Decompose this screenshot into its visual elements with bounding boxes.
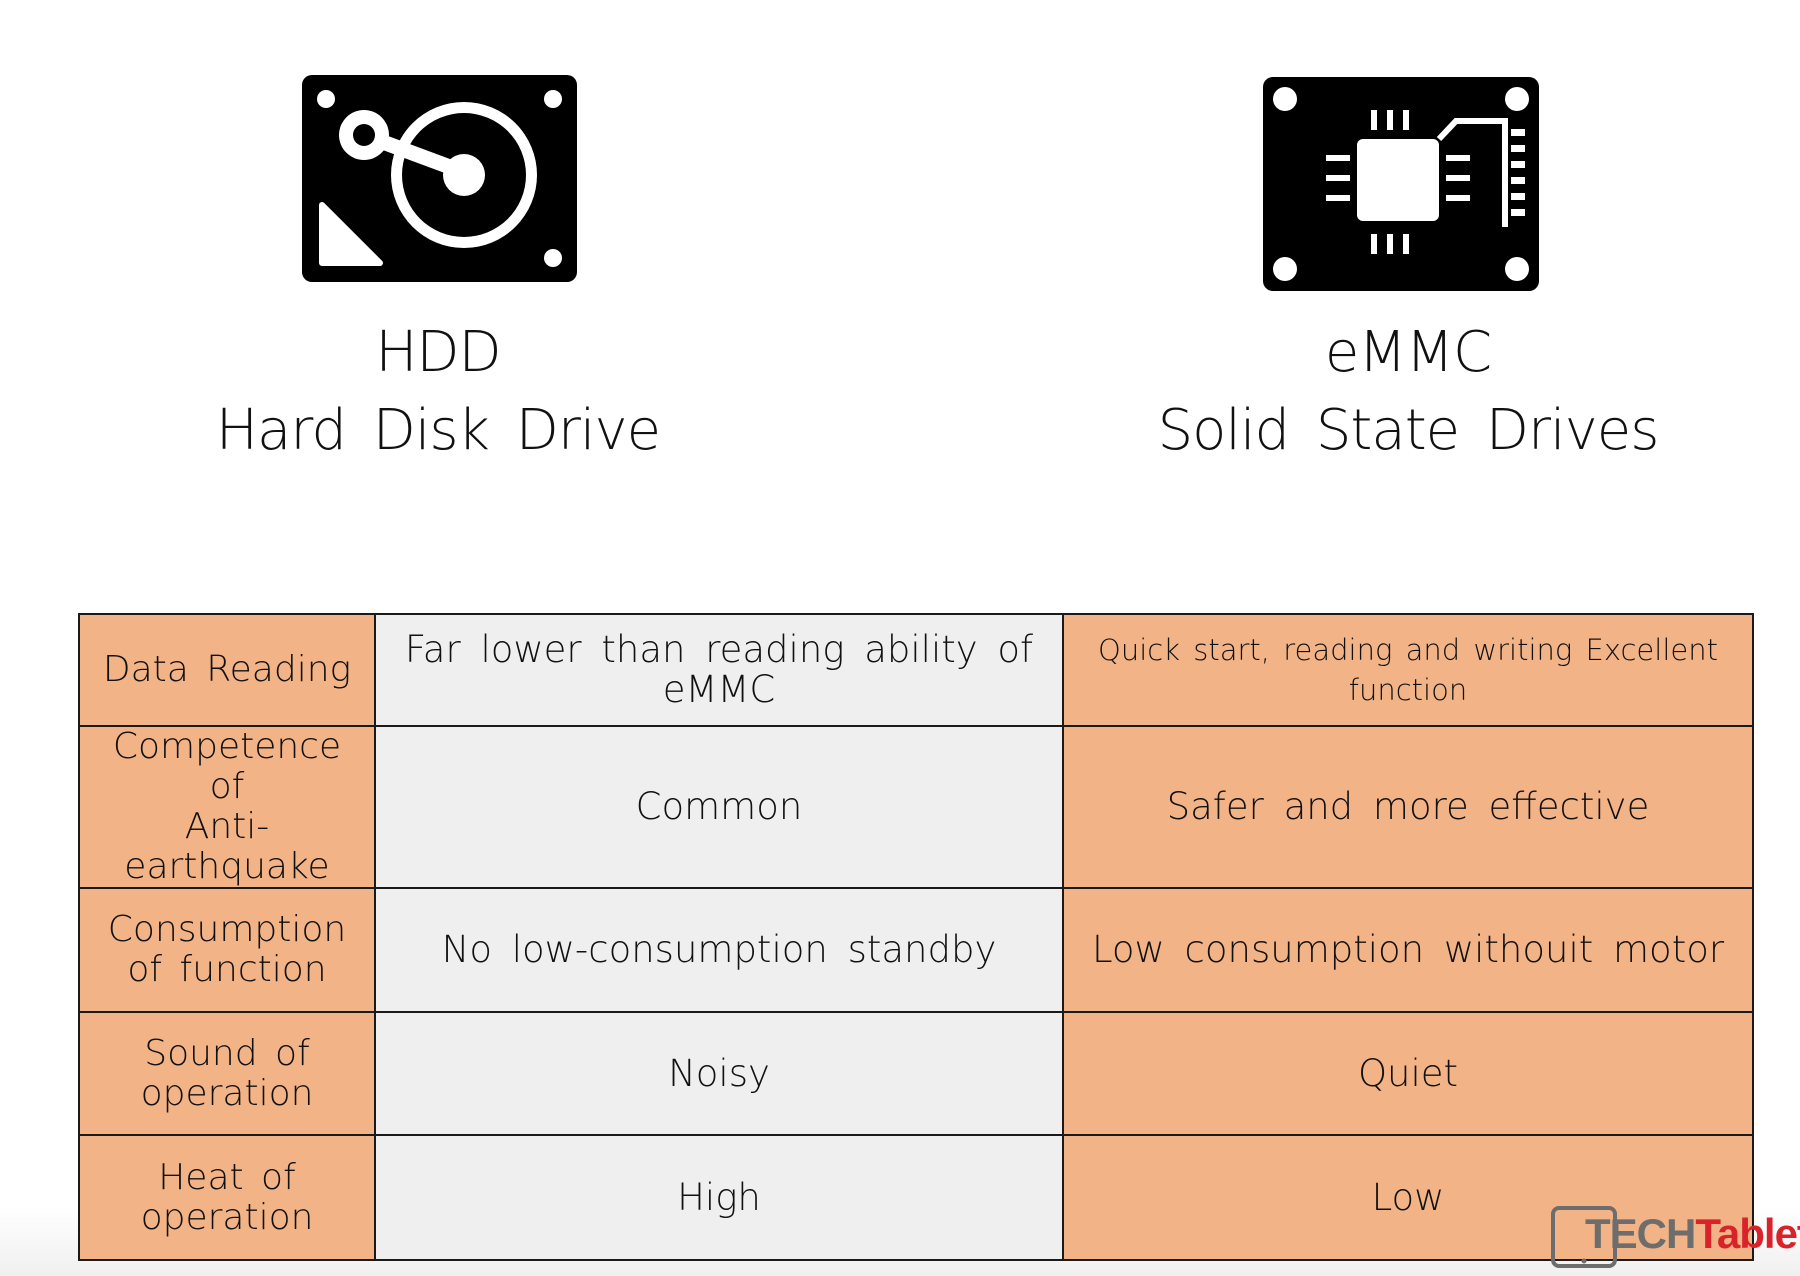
emmc-value: Low consumption withouit motor <box>1091 928 1725 971</box>
emmc-full-name: Solid State Drives <box>1157 398 1660 463</box>
emmc-abbreviation: eMMC <box>1324 320 1492 385</box>
feature-label: Consumption of function <box>107 909 347 990</box>
emmc-value-cell: Safer and more effective <box>1062 725 1754 889</box>
hdd-value-cell: No low-consumption standby <box>374 887 1064 1013</box>
table-row-heat: Heat of operation High Low <box>78 1134 1754 1261</box>
hdd-value: Noisy <box>668 1051 770 1095</box>
hdd-abbreviation: HDD <box>375 320 501 385</box>
emmc-value: Low <box>1371 1175 1445 1219</box>
watermark-tech: TECH <box>1585 1210 1696 1257</box>
feature-cell: Competence of Anti-earthquake <box>78 725 376 889</box>
emmc-value: Quiet <box>1357 1051 1459 1095</box>
hdd-value-cell: Noisy <box>374 1011 1064 1136</box>
hard-disk-icon <box>302 75 577 282</box>
hdd-value-cell: High <box>374 1134 1064 1261</box>
emmc-value: Quick start, reading and writing Excelle… <box>1098 633 1718 707</box>
emmc-value-cell: Low <box>1062 1134 1754 1261</box>
hdd-value-cell: Far lower than reading ability of eMMC <box>374 613 1064 727</box>
feature-cell: Data Reading <box>78 613 376 727</box>
feature-cell: Heat of operation <box>78 1134 376 1261</box>
hdd-value: Far lower than reading ability of eMMC <box>404 628 1034 711</box>
table-row-sound: Sound of operation Noisy Quiet <box>78 1011 1754 1136</box>
chip-board-icon <box>1263 77 1539 291</box>
feature-label: Sound of operation <box>140 1032 314 1114</box>
table-row-consumption: Consumption of function No low-consumpti… <box>78 887 1754 1013</box>
hdd-value-cell: Common <box>374 725 1064 889</box>
feature-label: Data Reading <box>102 649 352 690</box>
tablet-logo-icon <box>1551 1206 1617 1268</box>
emmc-value-cell: Low consumption withouit motor <box>1062 887 1754 1013</box>
emmc-value-cell: Quick start, reading and writing Excelle… <box>1062 613 1754 727</box>
emmc-heading: eMMC Solid State Drives <box>1058 314 1758 470</box>
feature-label: Competence of Anti-earthquake <box>112 726 342 887</box>
hdd-value: High <box>677 1175 761 1219</box>
table-row-anti-earthquake: Competence of Anti-earthquake Common Saf… <box>78 725 1754 889</box>
comparison-table: Data Reading Far lower than reading abil… <box>78 613 1754 1261</box>
hdd-value: No low-consumption standby <box>441 928 997 971</box>
hdd-full-name: Hard Disk Drive <box>215 398 661 463</box>
emmc-value-cell: Quiet <box>1062 1011 1754 1136</box>
emmc-value: Safer and more effective <box>1166 785 1650 828</box>
hdd-heading: HDD Hard Disk Drive <box>88 314 788 470</box>
feature-label: Heat of operation <box>140 1156 314 1238</box>
watermark-tablets: Tablets <box>1695 1210 1800 1257</box>
feature-cell: Sound of operation <box>78 1011 376 1136</box>
watermark-logo: TECHTablets <box>1585 1210 1800 1258</box>
table-row-data-reading: Data Reading Far lower than reading abil… <box>78 613 1754 727</box>
feature-cell: Consumption of function <box>78 887 376 1013</box>
hdd-value: Common <box>635 785 803 828</box>
